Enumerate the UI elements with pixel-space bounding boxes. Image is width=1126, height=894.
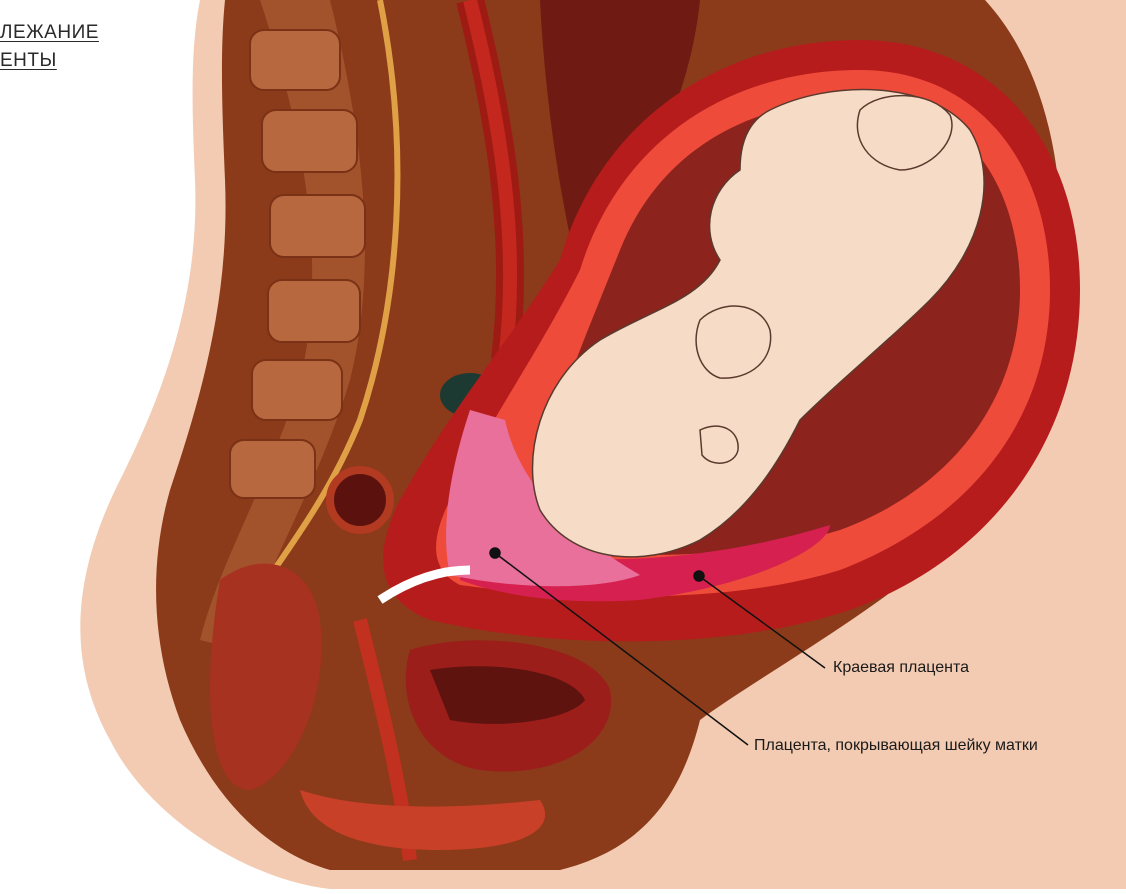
pointer-dot xyxy=(694,571,704,581)
pointer-dot xyxy=(490,548,500,558)
bowel-loop xyxy=(330,470,390,530)
label-covering-placenta: Плацента, покрывающая шейку матки xyxy=(754,737,1038,755)
title-line-2: ЕНТЫ xyxy=(0,50,57,72)
title-line-1: ЛЕЖАНИЕ xyxy=(0,22,99,44)
label-marginal-placenta: Краевая плацента xyxy=(833,659,969,677)
